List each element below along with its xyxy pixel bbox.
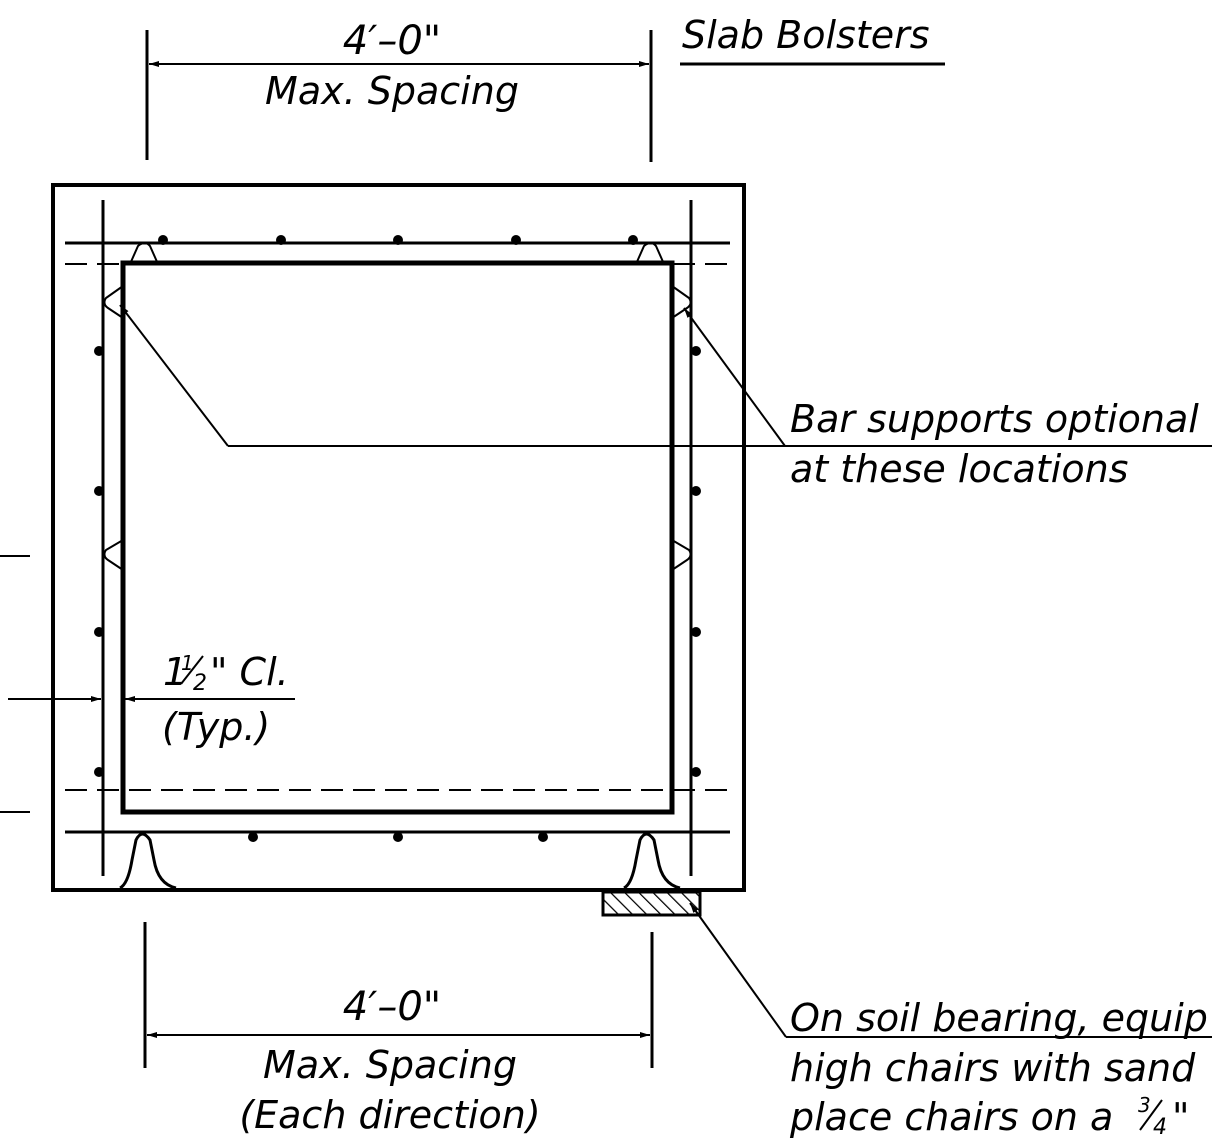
soil-text-1: On soil bearing, equip xyxy=(790,996,1208,1040)
bar-supports-text-2: at these locations xyxy=(790,447,1128,491)
rebar-dot xyxy=(94,627,104,637)
bottom-dim-value: 4′–0" xyxy=(343,984,441,1030)
slab-bolsters-title: Slab Bolsters xyxy=(682,13,930,57)
leader-left xyxy=(119,304,229,447)
rebar-dot xyxy=(248,832,258,842)
clearance-den: 2 xyxy=(193,671,207,696)
slab-outline xyxy=(51,183,746,892)
rebar-dot xyxy=(538,832,548,842)
soil-text-3-pre: place chairs on a xyxy=(789,1095,1113,1139)
rebar-dot xyxy=(393,832,403,842)
rebar-dot xyxy=(94,346,104,356)
soil-frac-den: 4 xyxy=(1153,1115,1167,1140)
rebar-dot xyxy=(158,235,168,245)
soil-text-3: place chairs on a 3 4 " xyxy=(789,1093,1189,1140)
leader-right xyxy=(683,307,786,447)
soil-text-2: high chairs with sand xyxy=(790,1046,1196,1090)
rebar-dot xyxy=(691,627,701,637)
high-chairs xyxy=(119,832,681,890)
rebar-dot xyxy=(511,235,521,245)
clearance-num: 1 xyxy=(181,651,194,675)
bar-support-symbol xyxy=(671,285,692,319)
rebar-dot xyxy=(276,235,286,245)
rebar-dot xyxy=(691,486,701,496)
bar-support-symbol xyxy=(103,285,124,319)
soil-leader xyxy=(689,902,1212,1038)
soil-frac-num: 3 xyxy=(1138,1093,1151,1117)
bar-supports-leader xyxy=(119,304,1212,447)
top-dimension xyxy=(145,30,653,162)
soil-leader-diagonal xyxy=(689,902,787,1038)
top-dim-note: Max. Spacing xyxy=(265,69,519,113)
bar-support-symbol xyxy=(671,539,692,571)
top-mat-bars xyxy=(65,200,735,876)
rebar-dot xyxy=(691,346,701,356)
clearance-suffix: " Cl. xyxy=(210,650,289,694)
soil-text-3-post: " xyxy=(1172,1095,1189,1139)
bar-support-symbol xyxy=(129,242,159,265)
bottom-dim-note-2: (Each direction) xyxy=(239,1093,540,1137)
rebar-dot xyxy=(691,767,701,777)
rebar-dot xyxy=(94,767,104,777)
clearance-dimension xyxy=(0,555,295,813)
sand-plate xyxy=(601,890,702,917)
high-chair-left xyxy=(119,832,177,890)
rebar-dot xyxy=(393,235,403,245)
clearance-frac-bar xyxy=(180,655,204,685)
soil-frac-bar xyxy=(1139,1099,1163,1131)
bottom-dimension xyxy=(143,922,654,1068)
rebar-dot xyxy=(628,235,638,245)
clearance-label: 1 1 2 " Cl. (Typ.) xyxy=(162,650,289,749)
top-dim-value: 4′–0" xyxy=(343,18,441,64)
rebar-dot xyxy=(94,486,104,496)
clearance-whole: 1 xyxy=(163,650,187,694)
bar-supports xyxy=(103,242,692,571)
bar-support-symbol xyxy=(103,539,124,571)
bottom-dim-note-1: Max. Spacing xyxy=(263,1043,517,1087)
bar-supports-text-1: Bar supports optional xyxy=(790,397,1199,441)
high-chair-right xyxy=(623,832,681,890)
bar-support-symbol xyxy=(635,242,665,265)
clearance-note: (Typ.) xyxy=(162,705,270,749)
rebar-dots xyxy=(94,235,701,842)
